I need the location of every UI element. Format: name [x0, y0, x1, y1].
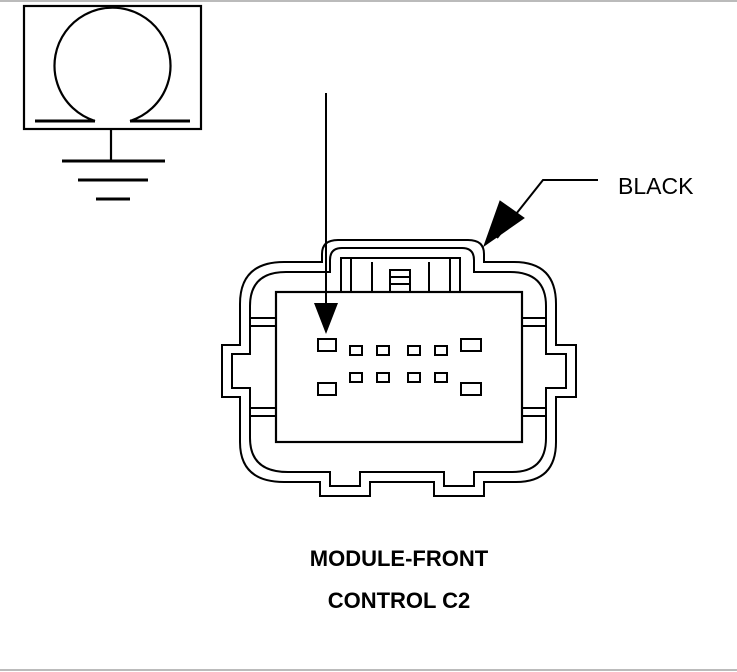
connector-face-icon — [221, 239, 577, 497]
pin-cavity — [317, 338, 337, 352]
pin-cavity — [349, 372, 363, 383]
pin-cavity — [434, 345, 448, 356]
pin-cavities — [317, 338, 482, 396]
caption-line-2: CONTROL C2 — [328, 588, 471, 613]
pin-cavity — [407, 372, 421, 383]
caption-line-1: MODULE-FRONT — [310, 546, 489, 571]
connector-color-label: BLACK — [618, 173, 694, 199]
pin-cavity — [434, 372, 448, 383]
pin-cavity — [407, 345, 421, 356]
pin-pointer-arrow — [314, 93, 338, 334]
color-callout-leader — [483, 179, 598, 248]
pin-cavity — [460, 338, 482, 352]
pin-cavity — [376, 372, 390, 383]
pin-cavity — [460, 382, 482, 396]
ground-icon — [22, 4, 203, 201]
pin-cavity — [317, 382, 337, 396]
pin-cavity — [349, 345, 363, 356]
pin-cavity — [376, 345, 390, 356]
